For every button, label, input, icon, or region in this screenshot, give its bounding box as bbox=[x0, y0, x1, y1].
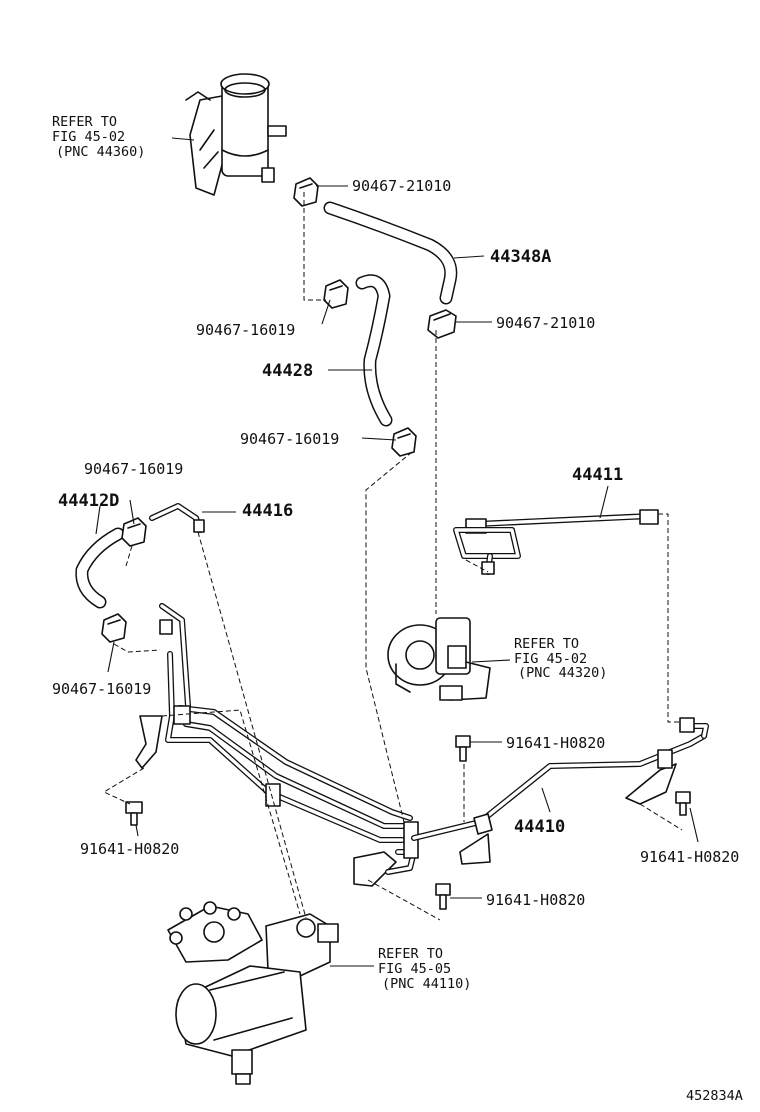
label-91641-H0820-bottom: 91641-H0820 bbox=[486, 891, 585, 909]
label-90467-16019-upper: 90467-16019 bbox=[196, 321, 295, 339]
bolt-91641-H0820-left bbox=[125, 801, 143, 826]
label-91641-H0820-right: 91641-H0820 bbox=[640, 848, 739, 866]
label-90467-16019-left-top: 90467-16019 bbox=[84, 460, 183, 478]
power-steering-pump bbox=[387, 617, 491, 701]
clamp-90467-16019-left-bottom bbox=[101, 613, 127, 643]
return-hose-44348A bbox=[323, 201, 458, 305]
pump-ref-line1: REFER TO bbox=[514, 636, 579, 652]
return-tube-44410 bbox=[411, 717, 709, 865]
label-90467-21010-upper: 90467-21010 bbox=[352, 177, 451, 195]
gear-ref-line3: (PNC 44110) bbox=[382, 976, 471, 992]
hose-44412D bbox=[75, 527, 125, 609]
bolt-91641-H0820-center bbox=[455, 735, 471, 762]
label-44348A: 44348A bbox=[490, 247, 551, 267]
label-44412D: 44412D bbox=[58, 491, 119, 511]
bolt-91641-H0820-bottom bbox=[435, 883, 451, 910]
label-44410: 44410 bbox=[514, 817, 565, 837]
reservoir-ref-line1: REFER TO bbox=[52, 114, 117, 130]
label-91641-H0820-left: 91641-H0820 bbox=[80, 840, 179, 858]
clamp-90467-21010-upper bbox=[293, 177, 319, 207]
pressure-tube-44411 bbox=[453, 509, 659, 575]
label-44428: 44428 bbox=[262, 361, 313, 381]
suction-hose-44428 bbox=[355, 274, 393, 427]
clamp-90467-21010-mid bbox=[427, 309, 457, 339]
clamp-90467-16019-left-top bbox=[121, 517, 147, 547]
label-91641-H0820-center: 91641-H0820 bbox=[506, 734, 605, 752]
tube-44416 bbox=[149, 503, 205, 533]
label-90467-16019-mid: 90467-16019 bbox=[240, 430, 339, 448]
steering-gear-box bbox=[167, 901, 339, 1085]
label-44416: 44416 bbox=[242, 501, 293, 521]
bolt-91641-H0820-right bbox=[675, 791, 691, 816]
gear-ref-line1: REFER TO bbox=[378, 946, 443, 962]
leader-lines bbox=[95, 137, 699, 967]
pump-ref-line2: FIG 45-02 bbox=[514, 651, 587, 667]
reservoir-ref-line3: (PNC 44360) bbox=[56, 144, 145, 160]
pump-ref-line3: (PNC 44320) bbox=[518, 665, 607, 681]
gear-ref-line2: FIG 45-05 bbox=[378, 961, 451, 977]
label-90467-16019-left-bottom: 90467-16019 bbox=[52, 680, 151, 698]
left-pipe-bundle bbox=[135, 603, 419, 887]
clamp-90467-16019-mid bbox=[391, 427, 417, 457]
reservoir-ref-line2: FIG 45-02 bbox=[52, 129, 125, 145]
figure-id: 452834A bbox=[686, 1088, 743, 1104]
clamp-90467-16019-upper bbox=[323, 279, 349, 309]
label-44411: 44411 bbox=[572, 465, 623, 485]
label-90467-21010-mid: 90467-21010 bbox=[496, 314, 595, 332]
connection-guides bbox=[102, 192, 683, 921]
reservoir-tank bbox=[185, 73, 287, 196]
